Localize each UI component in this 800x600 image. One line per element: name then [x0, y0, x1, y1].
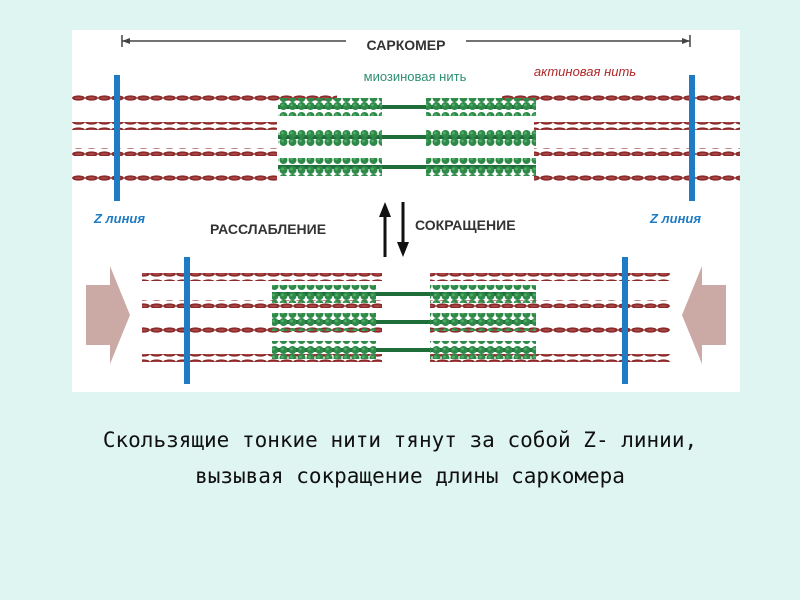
contracted-sarcomere — [142, 257, 670, 384]
contraction-label: СОКРАЩЕНИЕ — [415, 217, 516, 233]
caption-line-1: Скользящие тонкие нити тянут за собой Z-… — [102, 428, 698, 452]
actin-filaments-relaxed — [72, 94, 740, 182]
myosin-filament — [278, 98, 536, 116]
myosin-filament — [272, 341, 536, 359]
actin-filament — [430, 300, 670, 308]
relaxation-label: РАССЛАБЛЕНИЕ — [210, 221, 326, 237]
myosin-filament — [272, 313, 536, 331]
relaxation-arrow — [379, 202, 391, 257]
myosin-filaments-relaxed — [278, 98, 536, 176]
actin-filament — [430, 273, 670, 281]
z-line-left — [114, 75, 120, 201]
actin-filaments-contracted — [142, 273, 670, 362]
caption: Скользящие тонкие нити тянут за собой Z-… — [0, 422, 800, 494]
myosin-filaments-contracted — [272, 285, 536, 359]
z-line-right-contracted — [622, 257, 628, 384]
relaxed-sarcomere — [72, 75, 740, 201]
caption-line-2: вызывая сокращение длины саркомера — [195, 464, 625, 488]
actin-filament — [72, 148, 277, 156]
sarcomere-title: САРКОМЕР — [367, 37, 446, 53]
sarcomere-dimension — [121, 33, 691, 49]
actin-filament — [142, 354, 382, 362]
actin-filament — [534, 174, 740, 182]
actin-filament — [534, 122, 740, 130]
myosin-filament-label: миозиновая нить — [364, 69, 467, 84]
actin-filament — [142, 300, 382, 308]
actin-filament — [430, 354, 670, 362]
actin-filament — [142, 327, 382, 335]
sarcomere-diagram: САРКОМЕР миозиновая нить актиновая нить — [72, 33, 740, 384]
push-arrow-right-icon — [86, 266, 130, 364]
actin-filament — [430, 327, 670, 335]
actin-filament — [534, 148, 740, 156]
contraction-arrow — [397, 202, 409, 257]
actin-filament — [72, 174, 277, 182]
z-line-label-right: Z линия — [649, 211, 701, 226]
actin-filament-label: актиновая нить — [534, 64, 636, 79]
myosin-filament — [272, 285, 536, 303]
z-line-right — [689, 75, 695, 201]
z-line-label-left: Z линия — [93, 211, 145, 226]
actin-filament — [72, 94, 337, 102]
actin-filament — [502, 94, 740, 102]
actin-filament — [142, 273, 382, 281]
myosin-filament — [278, 158, 536, 176]
myosin-filament — [278, 128, 536, 146]
z-line-left-contracted — [184, 257, 190, 384]
figure-panel: САРКОМЕР миозиновая нить актиновая нить — [72, 30, 740, 392]
actin-filament — [72, 122, 277, 130]
push-arrow-left-icon — [682, 266, 726, 364]
